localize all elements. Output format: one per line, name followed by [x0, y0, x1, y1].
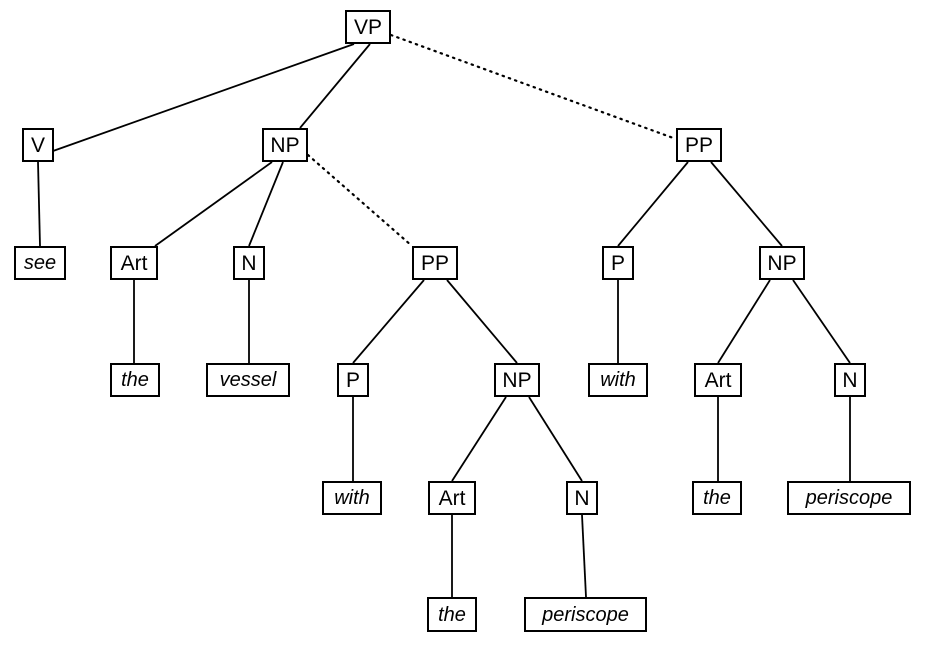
tree-edge	[446, 279, 518, 364]
tree-edge	[52, 43, 355, 152]
tree-edge	[617, 161, 689, 247]
tree-leaf-node-periscope[interactable]: periscope	[524, 597, 647, 632]
tree-category-node-n[interactable]: N	[566, 481, 598, 515]
tree-category-node-p[interactable]: P	[337, 363, 369, 397]
tree-edge	[451, 396, 507, 482]
tree-category-node-art[interactable]: Art	[110, 246, 158, 280]
tree-leaf-node-with[interactable]: with	[588, 363, 648, 397]
tree-category-node-n[interactable]: N	[834, 363, 866, 397]
tree-edge	[248, 161, 284, 247]
tree-edge	[154, 161, 273, 247]
tree-edge	[352, 279, 425, 364]
tree-leaf-node-see[interactable]: see	[14, 246, 66, 280]
tree-leaf-node-the[interactable]: the	[110, 363, 160, 397]
tree-category-node-p[interactable]: P	[602, 246, 634, 280]
tree-edge-dotted	[306, 153, 414, 248]
tree-category-node-pp[interactable]: PP	[412, 246, 458, 280]
tree-leaf-node-with[interactable]: with	[322, 481, 382, 515]
tree-edge	[792, 279, 851, 364]
tree-edge-dotted	[389, 33, 678, 141]
tree-category-node-n[interactable]: N	[233, 246, 265, 280]
tree-edge	[717, 279, 771, 364]
tree-edge	[581, 514, 587, 598]
tree-edge	[710, 161, 783, 247]
tree-category-node-np[interactable]: NP	[494, 363, 540, 397]
tree-category-node-art[interactable]: Art	[428, 481, 476, 515]
tree-category-node-np[interactable]: NP	[262, 128, 308, 162]
tree-category-node-vp[interactable]: VP	[345, 10, 391, 44]
tree-edge	[37, 161, 41, 247]
tree-edge	[528, 396, 583, 482]
tree-leaf-node-the[interactable]: the	[427, 597, 477, 632]
tree-leaf-node-vessel[interactable]: vessel	[206, 363, 290, 397]
tree-leaf-node-periscope[interactable]: periscope	[787, 481, 911, 515]
tree-leaf-node-the[interactable]: the	[692, 481, 742, 515]
tree-category-node-np[interactable]: NP	[759, 246, 805, 280]
tree-edge	[299, 43, 371, 129]
tree-category-node-art[interactable]: Art	[694, 363, 742, 397]
tree-category-node-pp[interactable]: PP	[676, 128, 722, 162]
tree-category-node-v[interactable]: V	[22, 128, 54, 162]
